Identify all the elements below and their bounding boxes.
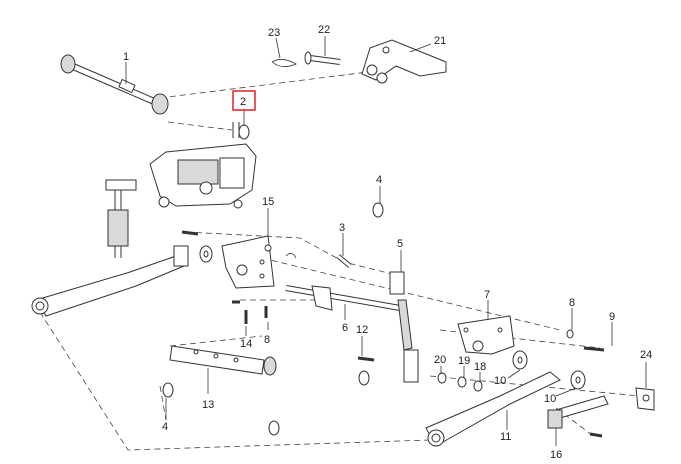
- part-lift-housing: [149, 143, 257, 209]
- callout-18: 18: [474, 361, 486, 373]
- callout-3: 3: [339, 222, 345, 234]
- part-left-lower-link: [31, 245, 189, 317]
- part-clevis: [635, 387, 655, 411]
- part-top-bracket: [361, 39, 447, 84]
- callout-14: 14: [240, 338, 252, 350]
- callout-8-left: 8: [264, 334, 270, 346]
- part-left-lift-rod: [105, 179, 137, 258]
- callout-2-highlight-box: [232, 90, 256, 111]
- part-right-lift-rod: [389, 271, 419, 383]
- part-right-lower-link: [425, 371, 561, 447]
- callout-7: 7: [484, 289, 490, 301]
- part-clip-4-upper: [372, 202, 384, 218]
- part-lift-arm-bracket: [221, 235, 275, 289]
- part-washer-10: [512, 350, 586, 390]
- callout-1: 1: [123, 51, 129, 63]
- callout-20: 20: [434, 354, 446, 366]
- callout-5: 5: [397, 238, 403, 250]
- callout-12: 12: [356, 324, 368, 336]
- callout-21: 21: [434, 35, 446, 47]
- callout-23: 23: [268, 27, 280, 39]
- callout-10-upper: 10: [494, 375, 506, 387]
- leader-lines: [125, 36, 647, 446]
- callout-16: 16: [550, 449, 562, 461]
- part-washer-left: [199, 245, 213, 263]
- callout-9: 9: [609, 311, 615, 323]
- callout-2: 2: [240, 96, 246, 108]
- part-small-fasteners: [162, 230, 605, 438]
- callout-4-upper: 4: [376, 174, 382, 186]
- part-drawbar: [169, 345, 277, 376]
- callout-6: 6: [342, 322, 348, 334]
- part-adjuster: [547, 395, 609, 429]
- callout-8-right: 8: [569, 297, 575, 309]
- callout-4-lower: 4: [162, 421, 168, 433]
- callout-11: 11: [500, 431, 511, 443]
- callout-19: 19: [458, 355, 470, 367]
- part-bolt-22: [304, 51, 341, 65]
- part-cross-shaft: [285, 285, 401, 311]
- part-right-bracket: [457, 315, 515, 355]
- part-pin-3: [336, 254, 352, 268]
- callout-22: 22: [318, 24, 330, 36]
- part-clip-23: [271, 59, 297, 67]
- callout-15: 15: [262, 196, 274, 208]
- callout-10-lower: 10: [544, 393, 556, 405]
- callout-labels: 1 2 3 4 4 5 6 7 8 8 9 10 10 11 12 13 14 …: [123, 24, 652, 461]
- part-pin-2: [232, 122, 250, 140]
- part-top-link: [60, 54, 169, 115]
- callout-13: 13: [202, 399, 214, 411]
- callout-24: 24: [640, 349, 652, 361]
